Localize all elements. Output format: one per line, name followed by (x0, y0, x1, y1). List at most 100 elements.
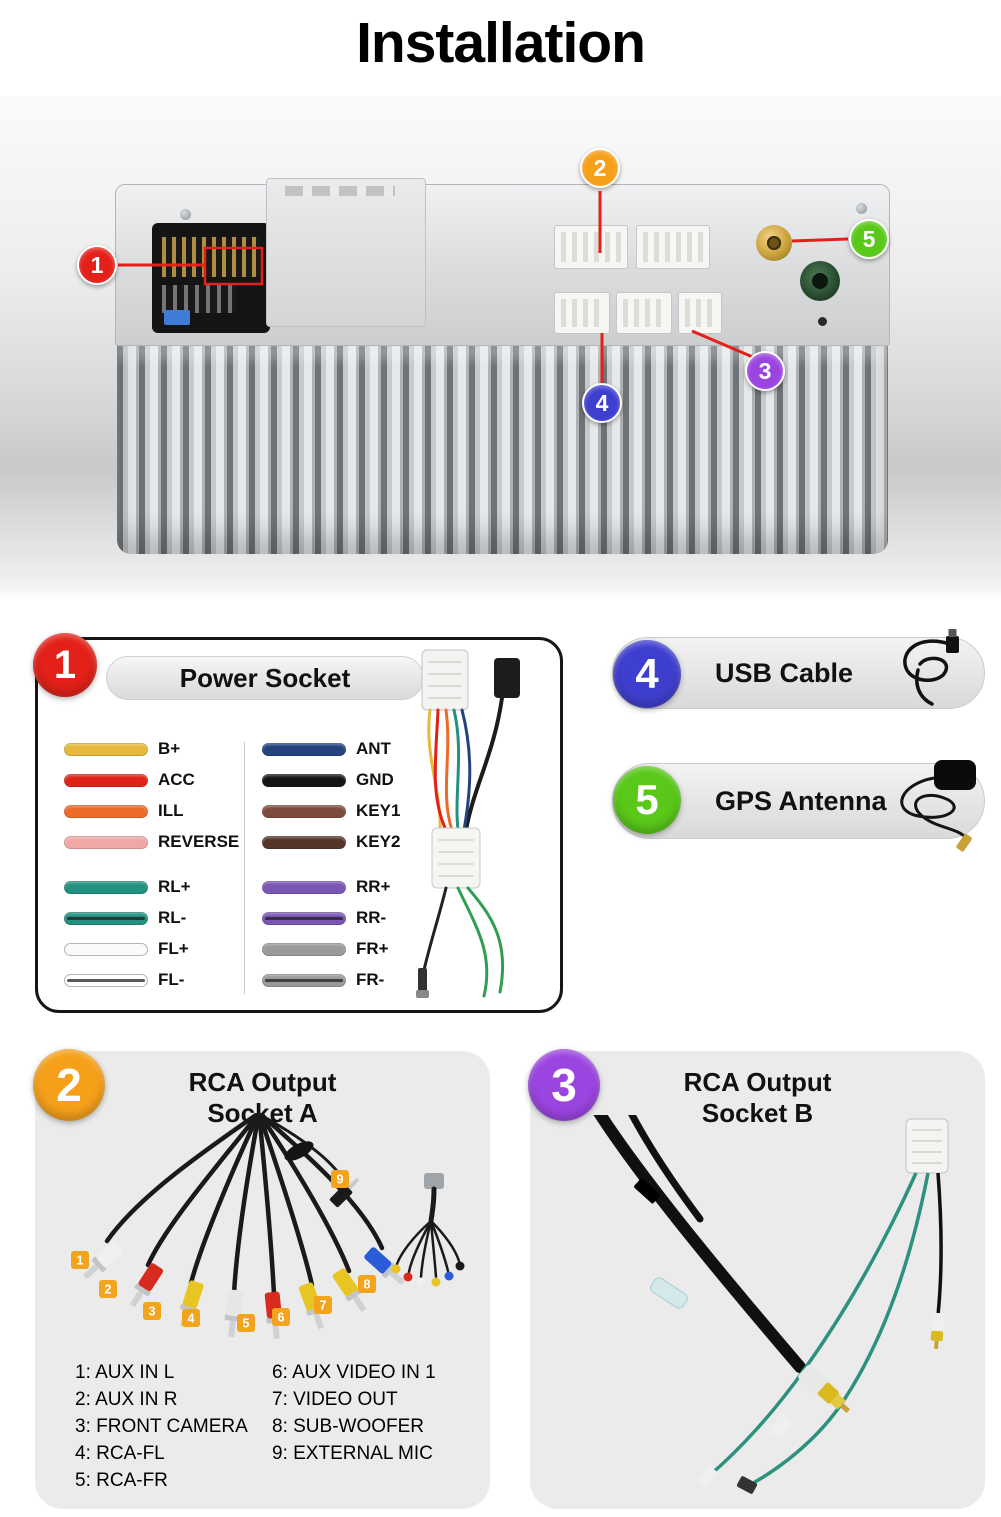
column-divider (244, 742, 245, 994)
rca-socket-a-connector-left (554, 225, 628, 269)
legend-item: 9: EXTERNAL MIC (272, 1443, 433, 1464)
chassis-screw (180, 209, 191, 220)
rca-socket-b-panel: 3 RCA Output Socket B (528, 1049, 985, 1509)
wire-color-pill (64, 911, 148, 925)
rca-socket-b-connector-right (678, 292, 722, 334)
iso-power-connector (152, 223, 270, 333)
legend-item: 6: AUX VIDEO IN 1 (272, 1362, 436, 1383)
wire-label: FR+ (356, 939, 389, 958)
gps-antenna-icon (900, 760, 976, 852)
svg-text:3: 3 (149, 1305, 156, 1319)
usb-cable-panel: 4 USB Cable (612, 629, 985, 709)
wire-color-pill (64, 973, 148, 987)
iso-pins-upper (162, 237, 260, 277)
svg-text:5: 5 (243, 1317, 250, 1331)
plug-badge: 9 (331, 1170, 349, 1188)
wire-legend-left-column: B+ ACC ILL REVERSE RL+ RL- FL+ FL- (64, 739, 240, 1004)
wire-row: RR+ (262, 877, 400, 896)
legend-item: 7: VIDEO OUT (272, 1389, 398, 1410)
callout-badge-2: 2 (580, 148, 620, 188)
callout-badge-5: 5 (849, 219, 889, 259)
head-unit-chassis (115, 178, 890, 346)
wire-color-pill (64, 942, 148, 956)
plug-badge: 7 (314, 1296, 332, 1314)
power-socket-panel: 1 Power Socket B+ ACC ILL REVERSE RL+ RL… (33, 633, 563, 1013)
wire-label: KEY1 (356, 801, 401, 820)
wire-label: ANT (356, 739, 391, 758)
wire-row: FR- (262, 970, 400, 989)
wire-label: RL- (158, 908, 187, 927)
wire-row: FL+ (64, 939, 239, 958)
wire-row: FL- (64, 970, 239, 989)
wire-row: ANT (262, 739, 400, 758)
wire-color-pill (262, 835, 346, 849)
plug-badge: 8 (358, 1275, 376, 1293)
rca-socket-b-connector-left (616, 292, 672, 334)
power-socket-header: Power Socket (106, 656, 424, 700)
svg-text:4: 4 (188, 1312, 195, 1326)
iso-pins-lower (162, 285, 236, 313)
wire-label: GND (356, 770, 394, 789)
legend-item: 4: RCA-FL (75, 1443, 165, 1464)
wire-label: ACC (158, 770, 195, 789)
legend-item: 1: AUX IN L (75, 1362, 175, 1383)
rca-b-title-line1: RCA Output (683, 1067, 832, 1097)
wire-row: GND (262, 770, 400, 789)
chassis-screw (856, 203, 867, 214)
wire-color-pill (262, 804, 346, 818)
wire-row: ACC (64, 770, 239, 789)
rca-a-title-line1: RCA Output (188, 1067, 337, 1097)
wire-label: RR+ (356, 877, 391, 896)
wire-row: RL+ (64, 877, 239, 896)
rca-socket-a-connector-right (636, 225, 710, 269)
mic-jack-plug-9 (329, 1177, 360, 1208)
rca-b-yellow-plug (798, 1364, 851, 1413)
wire-row: ILL (64, 801, 239, 820)
wire-label: REVERSE (158, 832, 240, 851)
wire-color-pill (64, 835, 148, 849)
wire-row: FR+ (262, 939, 400, 958)
wire-row: RR- (262, 908, 400, 927)
plug-badge: 4 (182, 1309, 200, 1327)
callout-badge-4: 4 (582, 383, 622, 423)
rca-plug-4 (224, 1289, 244, 1338)
usb-cable-badge: 4 (613, 640, 681, 708)
rca-b-title-line2: Socket B (701, 1097, 814, 1128)
wire-row: REVERSE (64, 832, 240, 851)
wire-label: RR- (356, 908, 387, 927)
legend-item: 5: RCA-FR (75, 1470, 168, 1491)
wire-label: FL- (158, 970, 185, 989)
callout-badge-3: 3 (745, 351, 785, 391)
wire-color-pill (64, 880, 148, 894)
radio-antenna-connector-green (800, 261, 840, 301)
callout-badge-1: 1 (77, 245, 117, 285)
wire-color-pill (262, 911, 346, 925)
legend-item: 3: FRONT CAMERA (75, 1416, 248, 1437)
chassis-module (266, 178, 426, 327)
fuse-blue (164, 310, 190, 325)
legend-item: 2: AUX IN R (75, 1389, 178, 1410)
plug-badge: 1 (71, 1251, 89, 1269)
wire-legend-right-column: ANT GND KEY1 KEY2 RR+ RR- FR+ FR- (262, 739, 401, 1004)
plug-badge: 6 (272, 1308, 290, 1326)
wire-color-pill (64, 773, 148, 787)
wire-color-pill (262, 973, 346, 987)
wire-row: KEY1 (262, 801, 401, 820)
svg-text:7: 7 (320, 1299, 327, 1313)
gps-antenna-badge: 5 (613, 766, 681, 834)
chassis-hole (818, 317, 827, 326)
wire-label: FR- (356, 970, 385, 989)
plug-badge: 3 (143, 1302, 161, 1320)
usb-cable-label: USB Cable (715, 657, 854, 688)
usb-socket-connector (554, 292, 610, 334)
svg-text:2: 2 (105, 1283, 112, 1297)
device-photo-section: 1 2 3 4 5 (0, 96, 1001, 601)
wire-label: KEY2 (356, 832, 401, 851)
wire-color-pill (262, 942, 346, 956)
plug-badge: 5 (237, 1314, 255, 1332)
usb-cable-icon (903, 629, 959, 706)
wire-color-pill (262, 773, 346, 787)
rca-socket-a-panel: 2 RCA Output Socket A (33, 1049, 490, 1509)
plug-badge: 2 (99, 1280, 117, 1298)
